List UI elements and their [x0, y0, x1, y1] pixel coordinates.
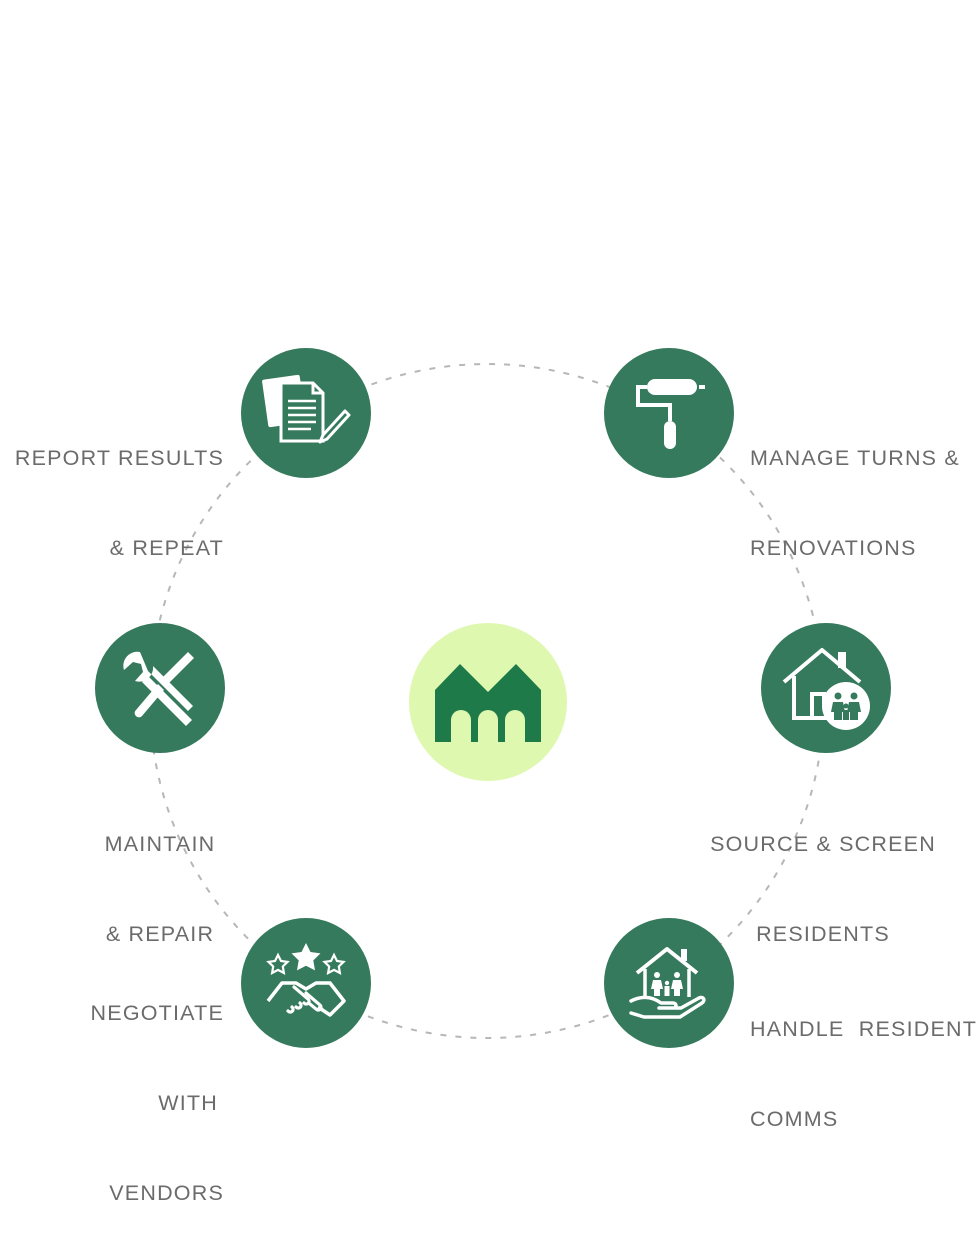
- step-handle-node[interactable]: [604, 918, 734, 1048]
- step-source-node[interactable]: [761, 623, 891, 753]
- step-negotiate-label: NEGOTIATE WITH VENDORS: [90, 1001, 224, 1205]
- home-logo-icon: [435, 664, 541, 742]
- step-report-node[interactable]: [241, 348, 371, 478]
- house-family-icon: [782, 648, 870, 730]
- step-maintain-label: MAINTAIN & REPAIR: [104, 832, 216, 946]
- step-source-label: SOURCE & SCREEN RESIDENTS: [710, 832, 936, 946]
- step-manage-label: MANAGE TURNS & RENOVATIONS: [750, 446, 960, 560]
- step-negotiate-node[interactable]: [241, 918, 371, 1048]
- step-report-label: REPORT RESULTS & REPEAT: [14, 446, 224, 560]
- step-handle-label: HANDLE RESIDENT COMMS: [750, 1017, 976, 1131]
- wrench-screwdriver-icon: [123, 651, 194, 726]
- step-manage-node[interactable]: [604, 348, 734, 478]
- paint-roller-icon: [636, 379, 705, 449]
- center-logo: [409, 623, 567, 781]
- hand-house-family-icon: [629, 947, 706, 1019]
- documents-pencil-icon: [262, 374, 351, 444]
- handshake-stars-icon: [266, 943, 346, 1017]
- step-maintain-node[interactable]: [95, 623, 225, 753]
